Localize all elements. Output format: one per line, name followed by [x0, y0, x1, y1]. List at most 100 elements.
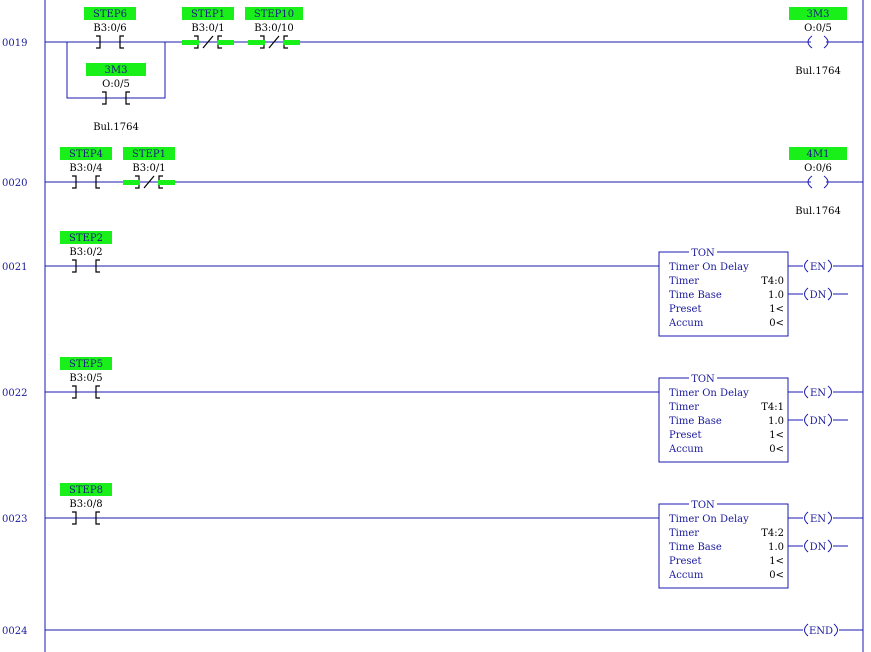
tag-step4[interactable]: STEP4 — [60, 147, 112, 160]
tag-label: STEP5 — [69, 359, 103, 370]
contact-step8[interactable]: B3:0/8 — [69, 499, 103, 525]
accum-row-value: 0< — [769, 570, 784, 581]
contact-3m3-branch[interactable]: O:0/5 — [102, 79, 130, 105]
tag-4m1-coil[interactable]: 4M1 — [789, 147, 847, 160]
tag-3m3-coil[interactable]: 3M3 — [789, 7, 847, 20]
rung-number: 0021 — [2, 262, 27, 273]
tag-step2[interactable]: STEP2 — [60, 231, 112, 244]
preset-row-value: 1< — [769, 304, 784, 315]
energized-bar-right — [217, 40, 234, 45]
dn-output[interactable]: DN — [788, 413, 848, 427]
preset-row-label: Preset — [669, 430, 702, 441]
output-label: EN — [810, 388, 826, 399]
tag-label: 4M1 — [807, 149, 830, 160]
paren-left — [804, 413, 809, 427]
contact-address: B3:0/1 — [191, 23, 224, 34]
ton-title: Timer On Delay — [669, 262, 749, 273]
tag-step5[interactable]: STEP5 — [60, 357, 112, 370]
contact-right-bracket — [95, 385, 100, 399]
tag-label: STEP6 — [93, 9, 127, 20]
contact-step1[interactable]: B3:0/1 — [123, 163, 175, 189]
contact-step5[interactable]: B3:0/5 — [69, 373, 103, 399]
contact-left-bracket — [72, 259, 77, 273]
output-label: DN — [810, 290, 827, 301]
contact-step6[interactable]: B3:0/6 — [93, 23, 127, 49]
accum-row-value: 0< — [769, 318, 784, 329]
contact-right-bracket — [125, 91, 130, 105]
tag-step8[interactable]: STEP8 — [60, 483, 112, 496]
accum-row-label: Accum — [668, 318, 704, 329]
output-label: DN — [810, 416, 827, 427]
coil-4m1[interactable]: O:0/6 — [804, 163, 832, 189]
paren-right — [827, 385, 832, 399]
contact-address: B3:0/6 — [93, 23, 126, 34]
contact-left-bracket — [72, 175, 77, 189]
energized-bar-right — [158, 180, 175, 185]
coil-left-arc — [807, 35, 813, 49]
tag-background — [182, 7, 234, 20]
paren-left — [804, 623, 809, 637]
paren-left — [804, 259, 809, 273]
contact-right-bracket — [95, 511, 100, 525]
contact-left-bracket — [102, 91, 107, 105]
ton-block-frame — [658, 377, 789, 463]
tag-label: STEP4 — [69, 149, 103, 160]
contact-left-bracket — [72, 511, 77, 525]
preset-row-label: Preset — [669, 304, 702, 315]
contact-step2[interactable]: B3:0/2 — [69, 247, 103, 273]
tag-background — [60, 231, 112, 244]
timer-row-value: T4:2 — [761, 528, 784, 539]
preset-row-value: 1< — [769, 430, 784, 441]
accum-row-label: Accum — [668, 570, 704, 581]
ton-header: TON — [691, 374, 715, 385]
timer-row-value: T4:0 — [761, 276, 784, 287]
energized-bar-left — [248, 40, 265, 45]
tag-background — [60, 147, 112, 160]
energized-bar-left — [123, 180, 140, 185]
paren-right — [827, 287, 832, 301]
preset-row-label: Preset — [669, 556, 702, 567]
coil-address: O:0/6 — [804, 163, 832, 174]
tag-3m3-branch[interactable]: 3M3 — [86, 63, 146, 76]
normally-closed-slash — [268, 35, 280, 49]
accum-row-value: 0< — [769, 444, 784, 455]
accum-row-label: Accum — [668, 444, 704, 455]
tag-step1[interactable]: STEP1 — [123, 147, 175, 160]
contact-right-bracket — [95, 175, 100, 189]
contact-step4[interactable]: B3:0/4 — [69, 163, 103, 189]
parallel-branch — [66, 42, 166, 99]
ton-header: TON — [691, 248, 715, 259]
tag-background — [789, 147, 847, 160]
ton-title: Timer On Delay — [669, 514, 749, 525]
paren-left — [804, 539, 809, 553]
tag-step10[interactable]: STEP10 — [245, 7, 303, 20]
coil-bulletin: Bul.1764 — [795, 66, 841, 77]
paren-right — [833, 623, 838, 637]
dn-output[interactable]: DN — [788, 287, 848, 301]
tag-step1[interactable]: STEP1 — [182, 7, 234, 20]
contact-address: B3:0/1 — [132, 163, 165, 174]
timebase-row-label: Time Base — [669, 290, 722, 301]
energized-bar-right — [283, 40, 300, 45]
contact-address: B3:0/5 — [69, 373, 102, 384]
contact-step1[interactable]: B3:0/1 — [182, 23, 234, 49]
ton-header-gap — [689, 498, 717, 510]
timer-row-label: Timer — [669, 528, 699, 539]
timer-row-value: T4:1 — [761, 402, 784, 413]
paren-left — [804, 287, 809, 301]
tag-label: STEP1 — [132, 149, 166, 160]
contact-step10[interactable]: B3:0/10 — [248, 23, 300, 49]
paren-right — [827, 259, 832, 273]
contact-address: B3:0/4 — [69, 163, 102, 174]
coil-3m3[interactable]: O:0/5 — [804, 23, 832, 49]
dn-output[interactable]: DN — [788, 539, 848, 553]
tag-background — [789, 7, 847, 20]
timer-row-label: Timer — [669, 276, 699, 287]
coil-left-arc — [807, 175, 813, 189]
tag-step6[interactable]: STEP6 — [84, 7, 136, 20]
output-label: DN — [810, 542, 827, 553]
